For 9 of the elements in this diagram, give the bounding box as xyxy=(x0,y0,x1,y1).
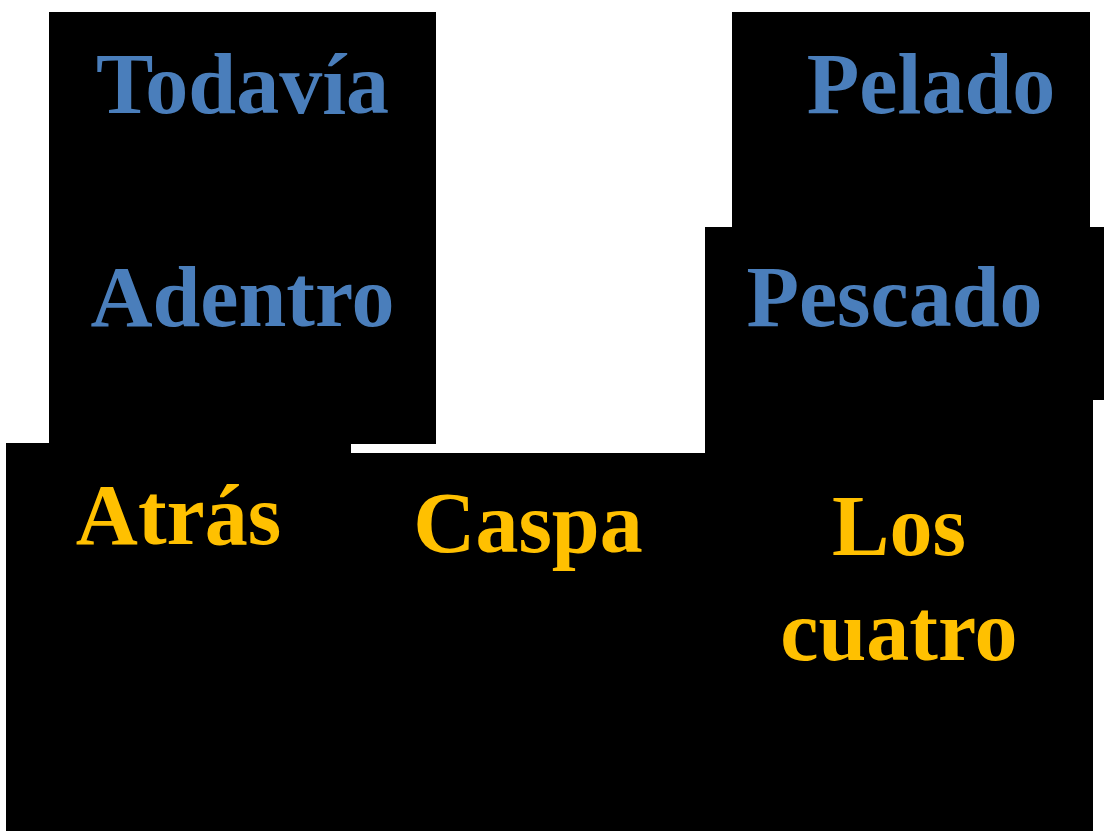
text-box xyxy=(49,12,436,228)
word-label: Adentro xyxy=(89,248,396,347)
word-label: Los cuatro xyxy=(779,477,1019,681)
word-label: Todavía xyxy=(94,35,391,134)
word-label: Pescado xyxy=(745,248,1044,347)
word-label: Caspa xyxy=(412,474,644,573)
word-label: Atrás xyxy=(74,466,283,565)
word-label: Pelado xyxy=(805,35,1057,134)
text-box xyxy=(732,12,1090,228)
